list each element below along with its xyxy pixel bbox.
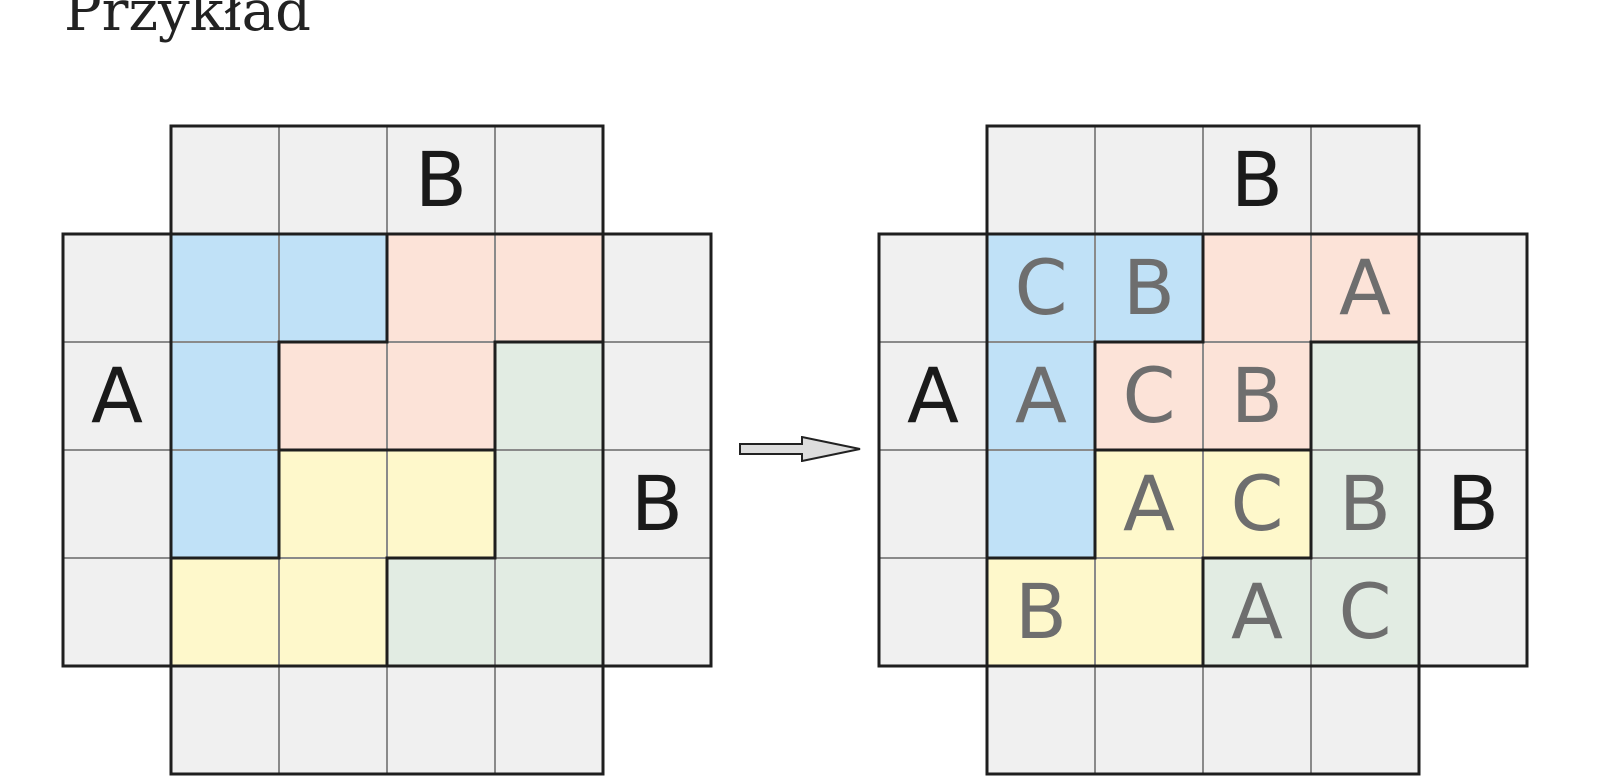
clue-cell-bottom	[1311, 666, 1419, 774]
clue-cell-bottom	[279, 666, 387, 774]
grid-cell	[279, 234, 387, 342]
grid-cell	[1095, 558, 1203, 666]
clue-cell-top	[1311, 126, 1419, 234]
grid-cell	[495, 342, 603, 450]
clue-cell-right	[603, 342, 711, 450]
grid-cell	[279, 450, 387, 558]
grid-cell	[387, 450, 495, 558]
grid-cell	[1203, 234, 1311, 342]
grid-cell	[495, 450, 603, 558]
clue-letter: B	[630, 459, 684, 548]
clue-letter: A	[91, 351, 143, 440]
cell-letter: B	[1014, 567, 1068, 656]
clue-cell-bottom	[387, 666, 495, 774]
clue-letter: A	[907, 351, 959, 440]
grid-cell	[987, 450, 1095, 558]
grid-cell: A	[1095, 450, 1203, 558]
cell-letter: A	[1015, 351, 1067, 440]
clue-cell-right: B	[1419, 450, 1527, 558]
clue-cell-right	[1419, 342, 1527, 450]
clue-cell-bottom	[495, 666, 603, 774]
clue-cell-top	[1095, 126, 1203, 234]
clue-cell-left	[879, 450, 987, 558]
clue-letter: B	[1446, 459, 1500, 548]
clue-cell-left	[879, 558, 987, 666]
clue-cell-top: B	[1203, 126, 1311, 234]
clue-cell-right	[603, 558, 711, 666]
clue-letter: B	[1230, 135, 1284, 224]
cell-letter: B	[1230, 351, 1284, 440]
grid-cell	[171, 558, 279, 666]
clue-cell-right	[1419, 558, 1527, 666]
cell-letter: C	[1014, 243, 1068, 332]
grid-cell: B	[1095, 234, 1203, 342]
grid-cell	[387, 558, 495, 666]
grid-cell: C	[987, 234, 1095, 342]
clue-cell-left: A	[879, 342, 987, 450]
cell-letter: A	[1231, 567, 1283, 656]
clue-cell-left	[63, 558, 171, 666]
clue-cell-top	[279, 126, 387, 234]
grid-cell	[171, 234, 279, 342]
clue-cell-bottom	[171, 666, 279, 774]
clue-cell-top: B	[387, 126, 495, 234]
clue-cell-top	[987, 126, 1095, 234]
page-title: Przykład	[64, 0, 311, 44]
grid-cell	[1311, 342, 1419, 450]
cell-letter: B	[1338, 459, 1392, 548]
clue-cell-left	[879, 234, 987, 342]
grid-cell	[171, 342, 279, 450]
grid-cell	[279, 342, 387, 450]
puzzle-before: A B B	[61, 124, 713, 776]
grid-lines	[61, 124, 713, 776]
cell-letter: C	[1230, 459, 1284, 548]
grid-lines	[877, 124, 1529, 776]
clue-letter: B	[414, 135, 468, 224]
grid-cell: A	[987, 342, 1095, 450]
cell-letter: C	[1338, 567, 1392, 656]
clue-cell-top	[171, 126, 279, 234]
clue-cell-left: A	[63, 342, 171, 450]
grid-cell: A	[1311, 234, 1419, 342]
grid-cell	[387, 234, 495, 342]
grid-cell: B	[987, 558, 1095, 666]
grid-cell: B	[1311, 450, 1419, 558]
clue-cell-bottom	[1095, 666, 1203, 774]
clue-cell-right	[1419, 234, 1527, 342]
clue-cell-left	[63, 234, 171, 342]
right-arrow-icon	[739, 436, 861, 462]
cell-letter: C	[1122, 351, 1176, 440]
grid-cell: C	[1203, 450, 1311, 558]
grid-cell	[495, 234, 603, 342]
grid-cell	[279, 558, 387, 666]
cell-letter: A	[1123, 459, 1175, 548]
clue-cell-right: B	[603, 450, 711, 558]
cell-letter: B	[1122, 243, 1176, 332]
grid-outer-border	[169, 232, 605, 668]
grid-cell: A	[1203, 558, 1311, 666]
grid-cell: C	[1311, 558, 1419, 666]
clue-cell-top	[495, 126, 603, 234]
grid-cell	[387, 342, 495, 450]
grid-cell	[171, 450, 279, 558]
grid-outer-border	[985, 232, 1421, 668]
clue-cell-bottom	[987, 666, 1095, 774]
grid-cell: C	[1095, 342, 1203, 450]
clue-cell-right	[603, 234, 711, 342]
clue-cell-left	[63, 450, 171, 558]
grid-cell: B	[1203, 342, 1311, 450]
clue-cell-bottom	[1203, 666, 1311, 774]
grid-cell	[495, 558, 603, 666]
cell-letter: A	[1339, 243, 1391, 332]
